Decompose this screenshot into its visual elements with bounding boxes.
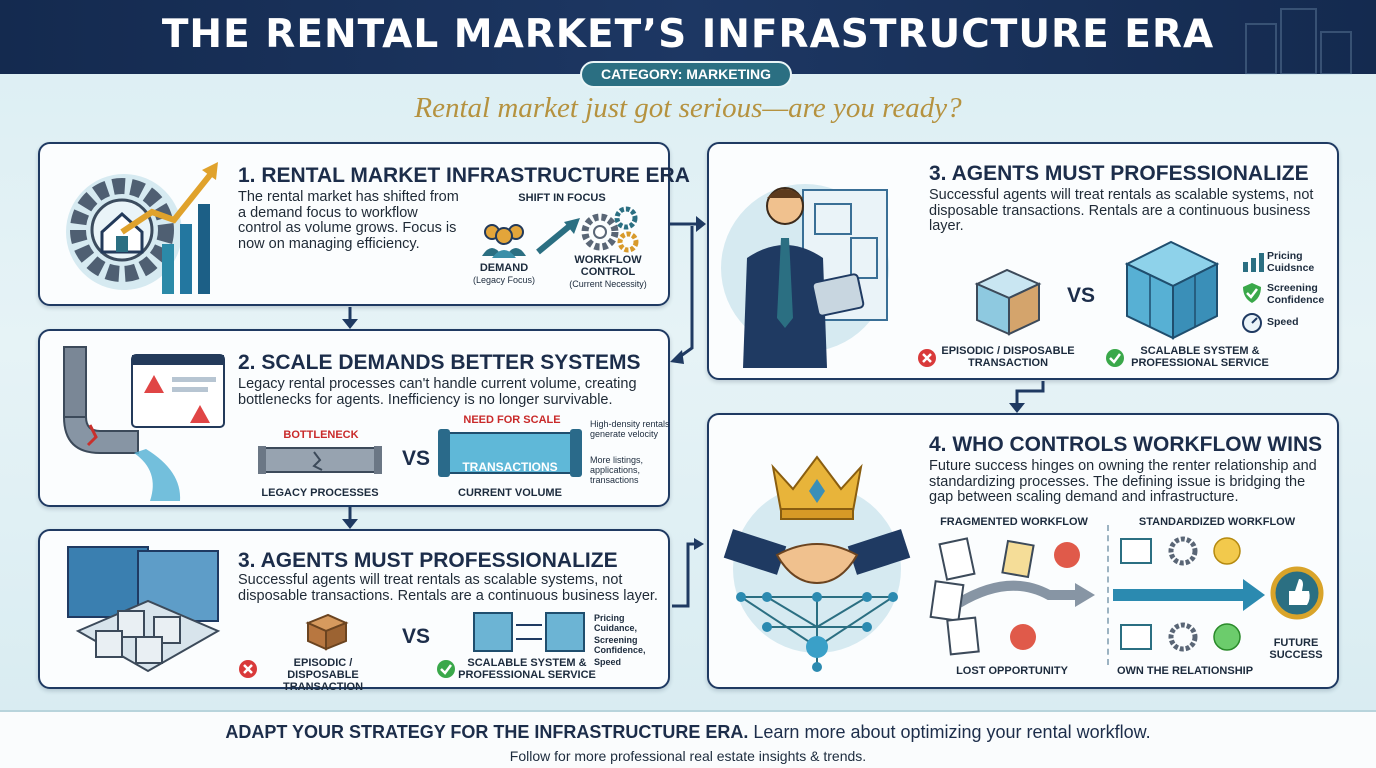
shift-in-focus-label: SHIFT IN FOCUS bbox=[518, 192, 606, 204]
bullet-velocity: High-density rentals generate velocity bbox=[590, 419, 670, 439]
crown-handshake-network-icon bbox=[723, 455, 911, 672]
screening-item: Screening Confidence bbox=[1267, 282, 1325, 306]
connector-arrow bbox=[672, 538, 704, 608]
standardized-label: STANDARDIZED WORKFLOW bbox=[1138, 516, 1296, 528]
workflow-sub-label: (Current Necessity) bbox=[569, 279, 647, 289]
workflow-control-label: WORKFLOW CONTROL bbox=[574, 254, 642, 278]
panel-workflow-wins: 4. WHO CONTROLS WORKFLOW WINS Future suc… bbox=[707, 413, 1339, 689]
scalable-label: SCALABLE SYSTEM & PROFESSIONAL SERVICE bbox=[1131, 345, 1269, 369]
future-success-label: FUTURE SUCCESS bbox=[1269, 637, 1323, 661]
footer-cta: ADAPT YOUR STRATEGY FOR THE INFRASTRUCTU… bbox=[0, 722, 1376, 743]
connector-arrow bbox=[670, 216, 706, 232]
pricing-chart-icon bbox=[1243, 253, 1264, 272]
connector-arrow bbox=[342, 507, 358, 529]
lost-opportunity-label: LOST OPPORTUNITY bbox=[956, 665, 1068, 677]
connector-arrow bbox=[670, 226, 694, 364]
agent-with-tablet-icon bbox=[721, 184, 889, 368]
panel-title: 1. RENTAL MARKET INFRASTRUCTURE ERA bbox=[238, 164, 690, 187]
vs-label: VS bbox=[1067, 284, 1096, 307]
tagline: Rental market just got serious—are you r… bbox=[414, 92, 962, 124]
panel-body: The rental market has shifted from a dem… bbox=[238, 189, 459, 252]
screening-item: Screening Confidence, bbox=[594, 635, 646, 655]
episodic-label: EPISODIC / DISPOSABLE TRANSACTION bbox=[941, 345, 1075, 369]
legacy-processes-label: LEGACY PROCESSES bbox=[261, 487, 379, 499]
panel-professionalize-right: 3. AGENTS MUST PROFESSIONALIZE Successfu… bbox=[707, 142, 1339, 380]
cube-grid-icon bbox=[473, 612, 585, 652]
footer: ADAPT YOUR STRATEGY FOR THE INFRASTRUCTU… bbox=[0, 710, 1376, 768]
fragmented-label: FRAGMENTED WORKFLOW bbox=[940, 516, 1088, 528]
current-volume-label: CURRENT VOLUME bbox=[458, 487, 562, 499]
leaking-pipe-icon bbox=[62, 346, 225, 501]
shift-arrow-icon bbox=[536, 218, 580, 255]
vs-label: VS bbox=[402, 625, 431, 648]
cracked-pipe-icon bbox=[258, 446, 382, 474]
blueprint-cubes-icon bbox=[67, 546, 221, 673]
panel-body: Successful agents will treat rentals as … bbox=[929, 187, 1314, 234]
pricing-item: Pricing Cuidsnce bbox=[1267, 250, 1315, 274]
own-relationship-label: OWN THE RELATIONSHIP bbox=[1116, 665, 1254, 677]
single-cube-icon bbox=[974, 268, 1042, 336]
bullet-listings: More listings, applications, transaction… bbox=[590, 455, 644, 485]
panel-body: Future success hinges on owning the rent… bbox=[929, 458, 1317, 505]
panel-title: 2. SCALE DEMANDS BETTER SYSTEMS bbox=[238, 351, 641, 374]
x-icon bbox=[918, 349, 936, 367]
connector-arrow bbox=[1009, 381, 1045, 413]
box-icon bbox=[305, 613, 349, 651]
speed-item: Speed bbox=[594, 657, 622, 667]
speedometer-icon bbox=[1242, 313, 1262, 333]
transactions-pipe-icon bbox=[438, 429, 582, 477]
pricing-item: Pricing Cuidance, bbox=[594, 613, 638, 633]
footer-cta-bold: ADAPT YOUR STRATEGY FOR THE INFRASTRUCTU… bbox=[225, 722, 749, 742]
panel-title: 4. WHO CONTROLS WORKFLOW WINS bbox=[929, 433, 1323, 456]
scalable-label: SCALABLE SYSTEM & PROFESSIONAL SERVICE bbox=[458, 657, 596, 681]
network-cube-icon bbox=[1124, 240, 1220, 340]
panel-body: Legacy rental processes can't handle cur… bbox=[238, 376, 637, 408]
x-icon bbox=[239, 660, 257, 678]
need-for-scale-label: NEED FOR SCALE bbox=[463, 414, 561, 426]
footer-follow: Follow for more professional real estate… bbox=[509, 748, 867, 764]
panel-title: 3. AGENTS MUST PROFESSIONALIZE bbox=[929, 162, 1309, 185]
bottleneck-label: BOTTLENECK bbox=[283, 429, 359, 441]
gears-icon bbox=[581, 206, 639, 253]
page-title: THE RENTAL MARKET’S INFRASTRUCTURE ERA bbox=[161, 12, 1215, 57]
check-icon bbox=[1106, 349, 1124, 367]
panel-title: 3. AGENTS MUST PROFESSIONALIZE bbox=[238, 549, 618, 572]
demand-sub-label: (Legacy Focus) bbox=[472, 275, 536, 285]
panel-scale-systems: 2. SCALE DEMANDS BETTER SYSTEMS Legacy r… bbox=[38, 329, 670, 507]
vs-label: VS bbox=[402, 447, 431, 470]
connector-arrow bbox=[342, 307, 358, 329]
panel-body: Successful agents will treat rentals as … bbox=[238, 572, 658, 604]
divider bbox=[1107, 525, 1109, 665]
people-icon bbox=[482, 224, 526, 258]
speed-item: Speed bbox=[1267, 316, 1299, 328]
gear-house-growth-icon bbox=[66, 162, 218, 294]
episodic-label: EPISODIC / DISPOSABLE TRANSACTION bbox=[282, 657, 364, 693]
shield-check-icon bbox=[1243, 283, 1261, 303]
standardized-workflow-icon bbox=[1113, 536, 1265, 652]
panel-infrastructure-era: 1. RENTAL MARKET INFRASTRUCTURE ERA The … bbox=[38, 142, 690, 306]
category-badge: CATEGORY: MARKETING bbox=[580, 61, 792, 88]
footer-cta-rest: Learn more about optimizing your rental … bbox=[748, 722, 1151, 742]
check-icon bbox=[437, 660, 455, 678]
fragmented-workflow-icon bbox=[929, 537, 1095, 656]
transactions-label: TRANSACTIONS bbox=[462, 460, 558, 474]
thumbs-up-badge-icon bbox=[1270, 566, 1324, 620]
buildings-icon bbox=[1245, 8, 1352, 75]
demand-label: DEMAND bbox=[479, 262, 529, 274]
panel-professionalize-left: 3. AGENTS MUST PROFESSIONALIZE Successfu… bbox=[38, 529, 670, 693]
